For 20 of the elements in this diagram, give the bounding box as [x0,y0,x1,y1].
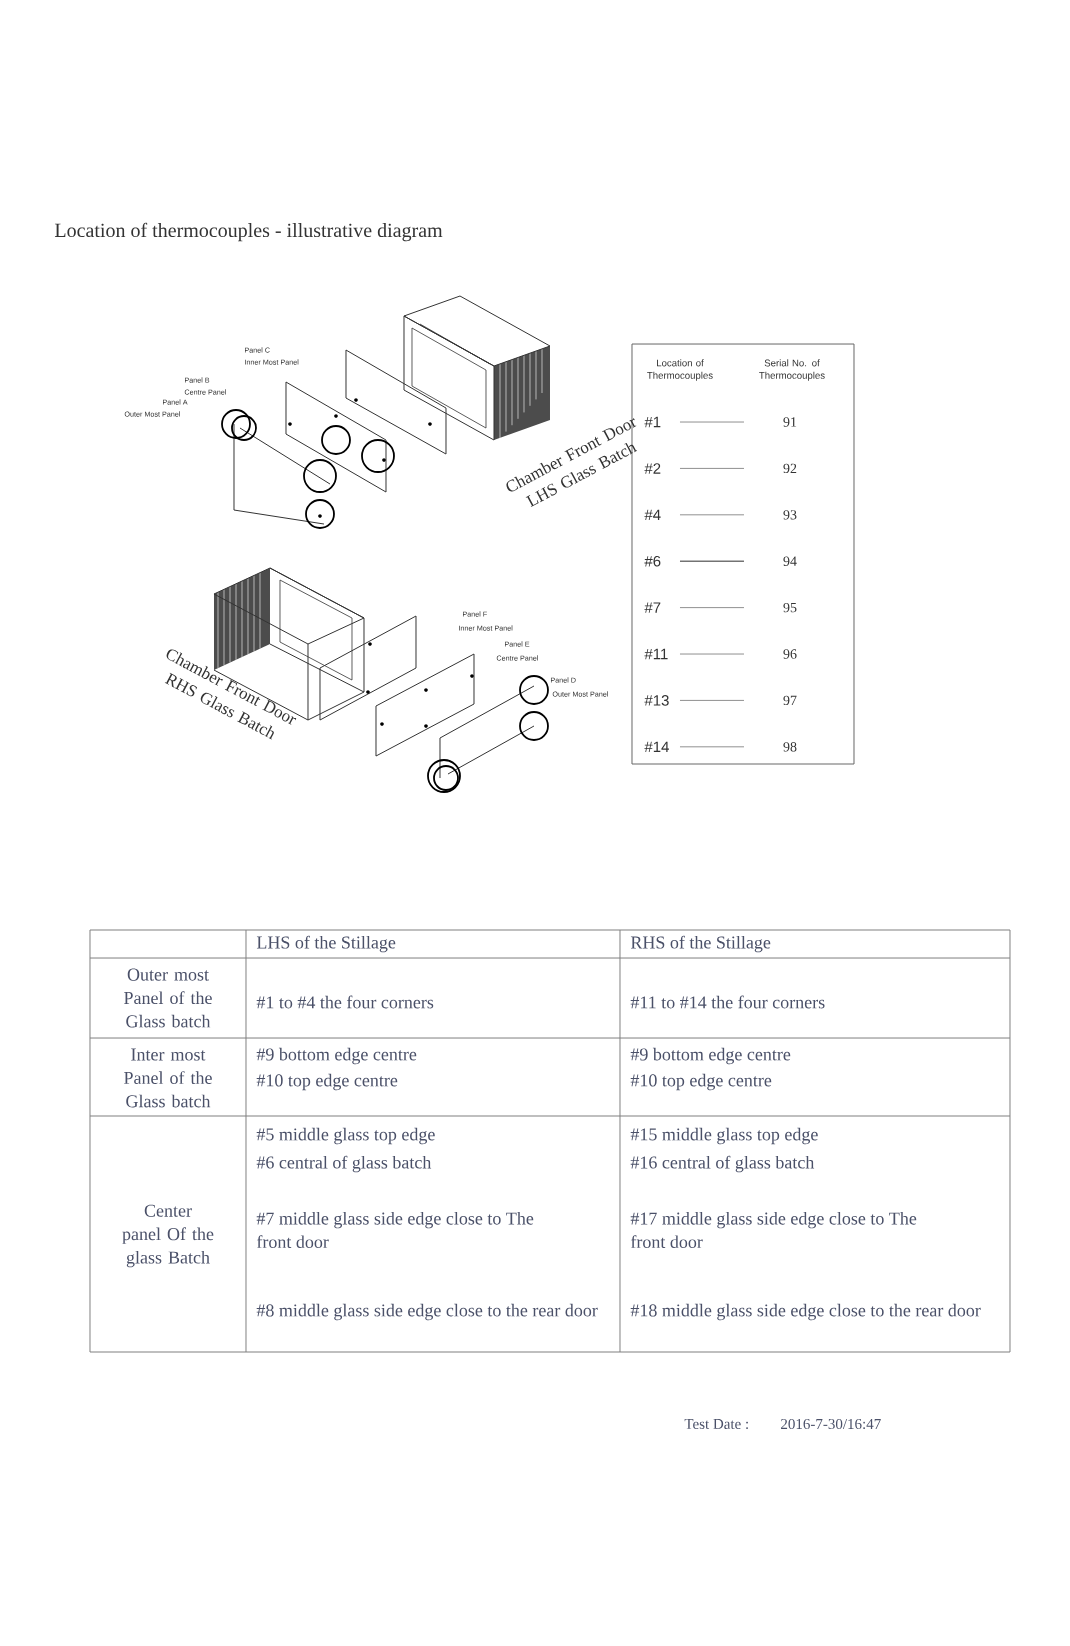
table-cell: #16 central of glass batch [630,1155,815,1173]
title: Location of thermocouples - illustrative diagram [54,222,443,242]
table-cell: #10 top edge centre [630,1073,772,1091]
table-cell: #6 central of glass batch [256,1155,432,1173]
table-cell: #5 middle glass top edge [256,1127,435,1145]
table-cell: #10 top edge centre [256,1073,398,1091]
column-header: RHS of the Stillage [630,935,771,953]
table-cell: #8 middle glass side edge close to the rear door [256,1303,598,1321]
row-header: Outer most Panel of the Glass batch [124,968,212,1028]
table-cell: #15 middle glass top edge [630,1127,818,1145]
column-header: LHS of the Stillage [256,935,396,953]
table-cell: #11 to #14 the four corners [630,995,825,1009]
table-cell: #18 middle glass side edge close to the rear door [630,1303,981,1321]
row-header: Center panel Of the glass Batch [122,1204,214,1268]
table-cell: #7 middle glass side edge close to The front door [256,1212,534,1249]
row-header: Inter most Panel of the Glass batch [124,1048,212,1108]
table-cell: #9 bottom edge centre [256,1047,417,1065]
table-cell: #17 middle glass side edge close to The front door [630,1212,917,1249]
table-cell: #1 to #4 the four corners [256,995,434,1009]
table-cell: #9 bottom edge centre [630,1047,791,1065]
